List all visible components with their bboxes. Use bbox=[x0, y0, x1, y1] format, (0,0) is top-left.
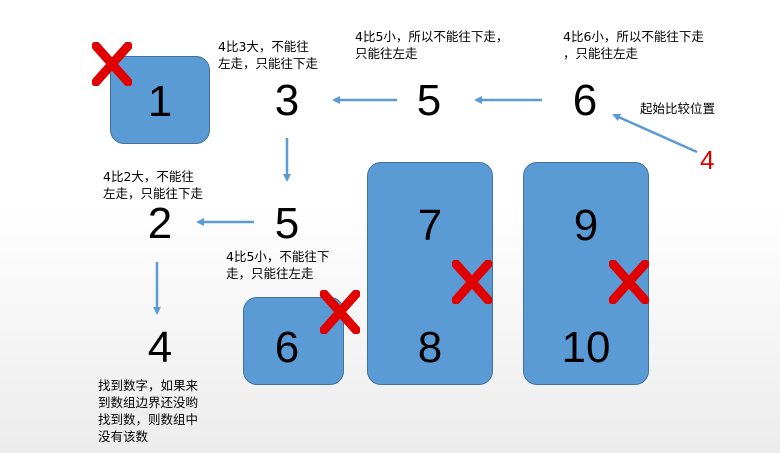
box-9-10 bbox=[523, 162, 649, 385]
number-5-mid: 5 bbox=[274, 199, 300, 248]
cross-icon-box-9-10 bbox=[609, 260, 649, 304]
note-5-top: 4比5小，所以不能往下走， 只能往左走 bbox=[355, 29, 509, 61]
number-8: 8 bbox=[417, 323, 443, 372]
cross-icon-box-7-8 bbox=[452, 260, 492, 304]
note-5-mid: 4比5小，不能往下 走，只能往左走 bbox=[226, 249, 330, 281]
number-9: 9 bbox=[573, 201, 599, 250]
cross-icon-box-1 bbox=[92, 42, 132, 86]
arrow-start-to-6 bbox=[612, 113, 698, 154]
target-value: 4 bbox=[700, 145, 715, 175]
number-7: 7 bbox=[417, 201, 443, 250]
cross-icon-box-6 bbox=[320, 290, 360, 334]
note-2: 4比2大，不能往 左走，只能往下走 bbox=[103, 169, 204, 201]
number-2: 2 bbox=[147, 199, 173, 248]
note-start: 起始比较位置 bbox=[640, 101, 716, 116]
note-3: 4比3大，不能往 左走，只能往下走 bbox=[218, 39, 319, 71]
number-6-top: 6 bbox=[572, 76, 598, 125]
box-6 bbox=[243, 297, 344, 385]
number-3: 3 bbox=[274, 76, 300, 125]
box-7-8 bbox=[367, 162, 493, 385]
box-1 bbox=[110, 56, 210, 144]
number-5-top: 5 bbox=[416, 76, 442, 125]
note-6-top: 4比6小，所以不能往下走 ，只能往左走 bbox=[563, 29, 704, 61]
number-4: 4 bbox=[147, 323, 173, 372]
number-6-box: 6 bbox=[274, 323, 300, 372]
note-4: 找到数字，如果来 到数组边界还没哟 找到数，则数组中 没有该数 bbox=[98, 378, 199, 444]
number-10: 10 bbox=[561, 323, 611, 372]
number-1: 1 bbox=[147, 77, 173, 126]
